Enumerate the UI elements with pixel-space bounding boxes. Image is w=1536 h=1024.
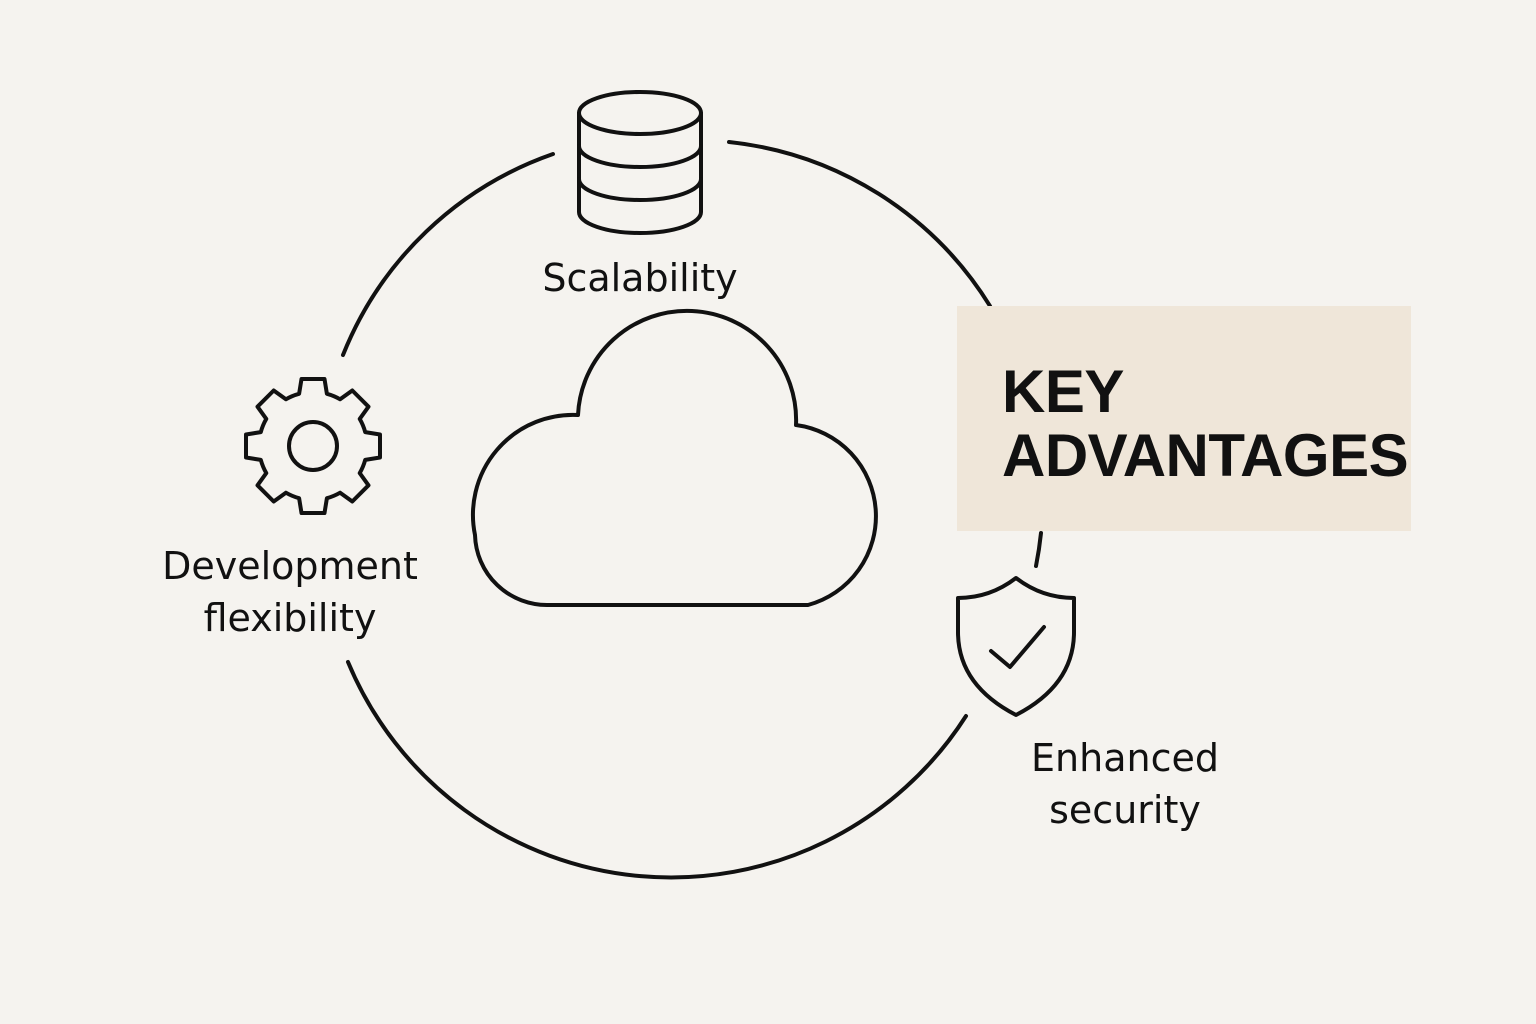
- gear-icon: [244, 377, 382, 515]
- feature-label-scalability: Scalability: [490, 252, 790, 304]
- key-advantages-box: KEY ADVANTAGES: [957, 306, 1411, 531]
- key-advantages-title-line: KEY: [1002, 358, 1124, 425]
- feature-label-development-flexibility: Development flexibility: [130, 540, 450, 644]
- feature-label-line: Scalability: [542, 256, 738, 300]
- cloud-icon: [471, 308, 878, 608]
- cycle-arc-right: [1034, 531, 1043, 568]
- database-icon: [577, 90, 703, 235]
- key-advantages-title-line: ADVANTAGES: [1002, 422, 1409, 489]
- cycle-arc-bottom: [346, 660, 968, 880]
- feature-label-line: Development: [162, 544, 418, 588]
- shield-check-icon: [956, 576, 1076, 717]
- cycle-arc-top-right: [727, 140, 992, 308]
- feature-label-enhanced-security: Enhanced security: [990, 732, 1260, 836]
- feature-label-line: Enhanced: [1031, 736, 1219, 780]
- feature-label-line: flexibility: [203, 596, 377, 640]
- feature-label-line: security: [1049, 788, 1201, 832]
- cycle-arc-top-left: [341, 152, 555, 357]
